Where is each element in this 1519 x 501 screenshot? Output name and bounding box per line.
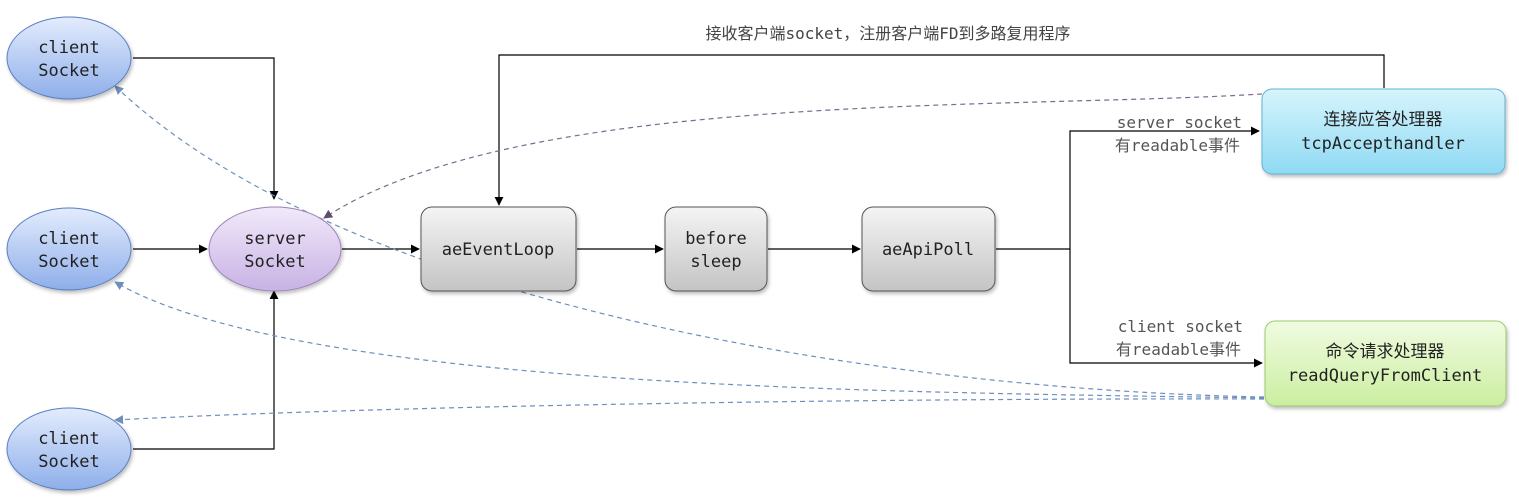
dashed-edge-accept-to-server: [323, 93, 1263, 219]
client-socket-label-line1: client: [38, 429, 99, 449]
server-socket-label-line1: server: [244, 229, 305, 249]
accept-handler-label-line1: 连接应答处理器: [1324, 110, 1443, 130]
client-socket-node: client Socket: [6, 16, 132, 100]
query-handler-label-line1: 命令请求处理器: [1326, 342, 1445, 362]
dashed-edge-query-to-client3: [114, 398, 1265, 425]
query-handler-label-line2: readQueryFromClient: [1288, 366, 1482, 386]
solid-edges: [133, 54, 1385, 450]
edge-api-poll-to-query-handler: [1069, 249, 1263, 368]
top-loop-edge-label: 接收客户端socket，注册客户端FD到多路复用程序: [705, 24, 1070, 43]
before-sleep-node: before sleep: [664, 206, 768, 292]
server-event-label-line1: server socket: [1117, 113, 1242, 132]
query-handler-node: 命令请求处理器 readQueryFromClient: [1264, 320, 1507, 407]
edge-api-poll-branch: [996, 126, 1260, 250]
before-sleep-label-line1: before: [685, 229, 746, 249]
ae-api-poll-label: aeApiPoll: [882, 240, 974, 260]
accept-handler-node: 连接应答处理器 tcpAccepthandler: [1261, 88, 1506, 175]
client-event-label-line2: 有readable事件: [1116, 340, 1241, 359]
accept-handler-label-line2: tcpAccepthandler: [1301, 134, 1465, 154]
server-event-label-line2: 有readable事件: [1115, 136, 1240, 155]
edge-accept-handler-to-event-loop: [494, 54, 1385, 206]
before-sleep-label-line2: sleep: [690, 252, 741, 272]
client-socket-label-line2: Socket: [38, 61, 99, 81]
client-socket-label-line2: Socket: [38, 452, 99, 472]
client-socket-label-line1: client: [38, 38, 99, 58]
client-socket-label-line2: Socket: [38, 252, 99, 272]
edge-client3-to-server: [133, 290, 279, 450]
client-socket-label-line1: client: [38, 229, 99, 249]
client-socket-node: client Socket: [6, 407, 132, 491]
ae-event-loop-node: aeEventLoop: [420, 206, 577, 292]
dashed-edge-query-to-client2: [114, 281, 1265, 399]
edge-client1-to-server: [133, 57, 279, 200]
dashed-edges: [114, 85, 1265, 425]
ae-api-poll-node: aeApiPoll: [861, 206, 996, 292]
dashed-edge-query-to-client1: [114, 85, 1265, 398]
ae-event-loop-label: aeEventLoop: [442, 240, 555, 260]
server-socket-label-line2: Socket: [244, 252, 305, 272]
client-event-label-line1: client socket: [1118, 317, 1243, 336]
server-socket-node: server Socket: [208, 206, 342, 292]
client-socket-node: client Socket: [6, 207, 132, 291]
